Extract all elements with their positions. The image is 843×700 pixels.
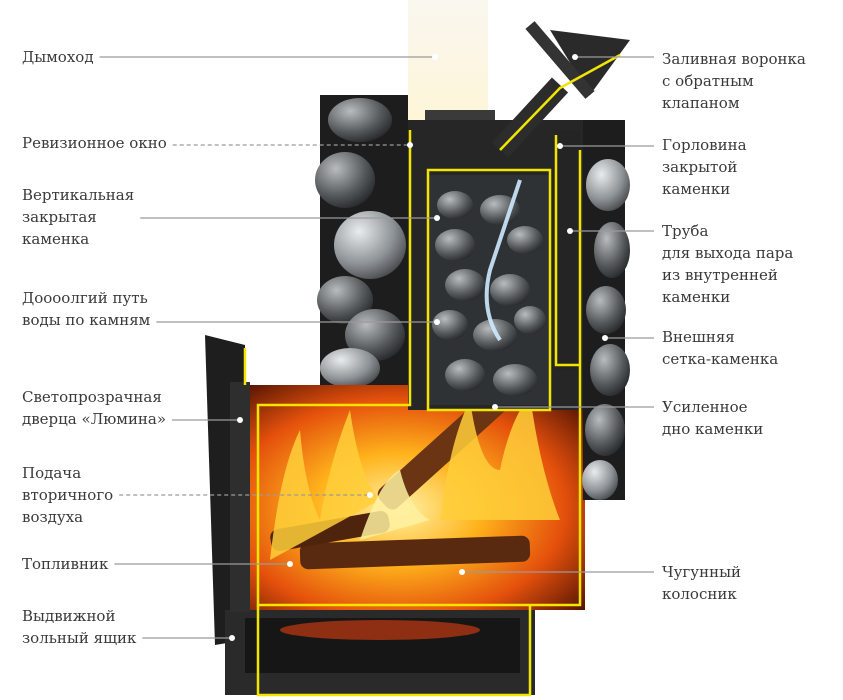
label-line: Доооолгий путь bbox=[22, 289, 148, 307]
label-firebox: Топливник bbox=[22, 553, 108, 575]
flames bbox=[270, 395, 560, 560]
label-line: зольный ящик bbox=[22, 629, 137, 647]
label-line: закрытой bbox=[662, 158, 738, 176]
leader-long-water-path-dot bbox=[434, 319, 440, 325]
leader-inspection-window-dot bbox=[407, 142, 413, 148]
leader-filling-funnel-dot bbox=[572, 54, 578, 60]
label-line: каменки bbox=[662, 180, 731, 198]
label-outer-mesh-heater: Внешняя сетка-каменка bbox=[662, 326, 778, 370]
label-long-water-path: Доооолгий путь воды по камням bbox=[22, 287, 150, 331]
leader-firebox-dot bbox=[287, 561, 293, 567]
label-line: вторичного bbox=[22, 486, 114, 504]
label-heater-neck: Горловина закрытой каменки bbox=[662, 134, 747, 200]
label-line: Светопрозрачная bbox=[22, 388, 162, 406]
leader-cast-iron-grate-dot bbox=[459, 569, 465, 575]
leader-outer-mesh-heater-dot bbox=[602, 335, 608, 341]
label-line: сетка-каменка bbox=[662, 350, 779, 368]
steam-pipe-body bbox=[556, 130, 580, 370]
label-line: с обратным bbox=[662, 72, 754, 90]
label-line: из внутренней bbox=[662, 266, 778, 284]
label-line: клапаном bbox=[662, 94, 740, 112]
chimney-smoke bbox=[408, 0, 488, 120]
label-line: Усиленное bbox=[662, 398, 748, 416]
label-line: Внешняя bbox=[662, 328, 735, 346]
label-line: Подача bbox=[22, 464, 82, 482]
label-line: Топливник bbox=[22, 555, 109, 573]
label-line: Ревизионное окно bbox=[22, 134, 167, 152]
label-line: каменки bbox=[662, 288, 731, 306]
leader-ash-drawer-dot bbox=[229, 635, 235, 641]
label-line: закрытая bbox=[22, 208, 97, 226]
funnel bbox=[550, 30, 630, 95]
label-chimney: Дымоход bbox=[22, 46, 94, 68]
label-line: Заливная воронка bbox=[662, 50, 806, 68]
label-line: для выхода пара bbox=[662, 244, 794, 262]
label-line: Горловина bbox=[662, 136, 747, 154]
label-line: колосник bbox=[662, 585, 737, 603]
door-frame bbox=[230, 382, 250, 612]
label-line: воды по камням bbox=[22, 311, 151, 329]
leader-secondary-air-dot bbox=[367, 492, 373, 498]
label-line: воздуха bbox=[22, 508, 84, 526]
embers bbox=[280, 620, 480, 640]
label-reinforced-bottom: Усиленное дно каменки bbox=[662, 396, 763, 440]
right-stones bbox=[582, 159, 630, 500]
label-line: Труба bbox=[662, 222, 709, 240]
leader-heater-neck-dot bbox=[557, 143, 563, 149]
label-cast-iron-grate: Чугунный колосник bbox=[662, 561, 741, 605]
label-line: Дымоход bbox=[22, 48, 94, 66]
leader-vertical-closed-heater-dot bbox=[434, 215, 440, 221]
label-filling-funnel: Заливная воронка с обратным клапаном bbox=[662, 48, 806, 114]
label-line: Чугунный bbox=[662, 563, 742, 581]
leader-chimney-dot bbox=[432, 54, 438, 60]
cutaway-outline bbox=[243, 53, 621, 697]
water-stream bbox=[484, 179, 522, 342]
leader-reinforced-bottom-dot bbox=[492, 404, 498, 410]
label-translucent-door: Светопрозрачная дверца «Люмина» bbox=[22, 386, 166, 430]
funnel-spout bbox=[525, 21, 595, 99]
label-steam-pipe: Труба для выхода пара из внутренней каменки bbox=[662, 220, 793, 308]
label-line: Выдвижной bbox=[22, 607, 116, 625]
label-ash-drawer: Выдвижной зольный ящик bbox=[22, 605, 136, 649]
label-inspection-window: Ревизионное окно bbox=[22, 132, 167, 154]
label-vertical-closed-heater: Вертикальная закрытая каменка bbox=[22, 184, 134, 250]
label-secondary-air: Подача вторичного воздуха bbox=[22, 462, 113, 528]
leader-translucent-door-dot bbox=[237, 417, 243, 423]
label-line: Вертикальная bbox=[22, 186, 135, 204]
label-line: дно каменки bbox=[662, 420, 764, 438]
label-line: каменка bbox=[22, 230, 90, 248]
leader-steam-pipe-dot bbox=[567, 228, 573, 234]
label-line: дверца «Люмина» bbox=[22, 410, 167, 428]
